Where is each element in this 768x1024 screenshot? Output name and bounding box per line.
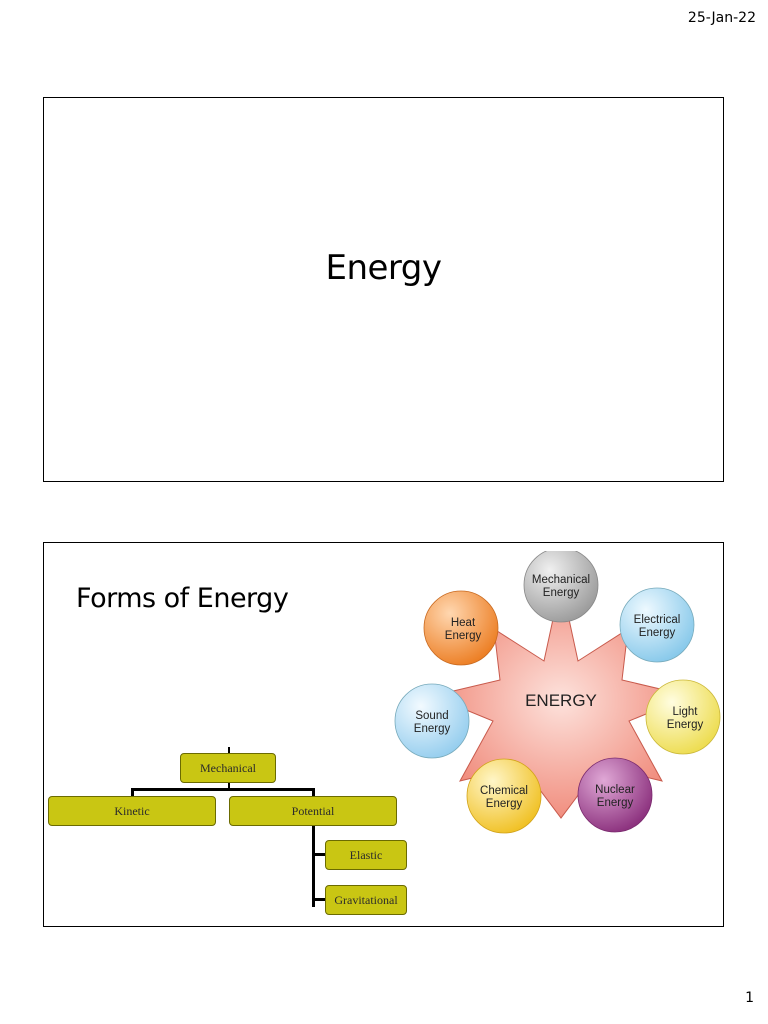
sound-label-line1: Sound	[415, 710, 448, 722]
electrical-energy-circle: Electrical Energy	[619, 587, 695, 663]
sound-energy-circle: Sound Energy	[394, 683, 470, 759]
electrical-label-line1: Electrical	[634, 614, 681, 626]
energy-center-label: ENERGY	[525, 691, 597, 710]
electrical-label-line2: Energy	[639, 627, 676, 639]
nuclear-energy-circle: Nuclear Energy	[577, 757, 653, 833]
tree-connector	[312, 788, 315, 796]
slide-2: Forms of Energy Mechanical Kinetic Poten…	[43, 542, 724, 927]
mechanical-energy-circle: Mechanical Energy	[523, 551, 599, 623]
mechanical-label-line1: Mechanical	[532, 574, 590, 586]
slide-1: Energy	[43, 97, 724, 482]
tree-connector	[228, 747, 230, 755]
light-energy-circle: Light Energy	[645, 679, 721, 755]
slide-title: Energy	[325, 248, 442, 288]
header-date: 25-Jan-22	[687, 10, 756, 26]
nuclear-label-line2: Energy	[597, 797, 634, 809]
tree-connector	[228, 783, 230, 789]
sound-label-line2: Energy	[414, 723, 451, 735]
tree-node-kinetic: Kinetic	[48, 796, 216, 826]
heat-energy-circle: Heat Energy	[423, 590, 499, 666]
page-number: 1	[745, 990, 754, 1006]
chemical-energy-circle: Chemical Energy	[466, 758, 542, 834]
light-label-line1: Light	[673, 706, 699, 718]
tree-connector	[312, 898, 326, 901]
mechanical-label-line2: Energy	[543, 587, 580, 599]
tree-connector	[131, 788, 134, 796]
chemical-label-line1: Chemical	[480, 785, 528, 797]
chemical-label-line2: Energy	[486, 798, 523, 810]
tree-connector	[312, 853, 326, 856]
tree-node-elastic: Elastic	[325, 840, 407, 870]
heat-label-line1: Heat	[451, 617, 476, 629]
tree-node-gravitational: Gravitational	[325, 885, 407, 915]
tree-node-mechanical: Mechanical	[180, 753, 276, 783]
slide-title: Forms of Energy	[76, 583, 289, 614]
light-label-line2: Energy	[667, 719, 704, 731]
nuclear-label-line1: Nuclear	[595, 784, 635, 796]
tree-connector	[312, 826, 315, 907]
energy-forms-diagram: ENERGY Mechanical Energy Electrical Ener…	[394, 551, 721, 834]
tree-connector	[131, 788, 314, 791]
tree-node-potential: Potential	[229, 796, 397, 826]
heat-label-line2: Energy	[445, 630, 482, 642]
